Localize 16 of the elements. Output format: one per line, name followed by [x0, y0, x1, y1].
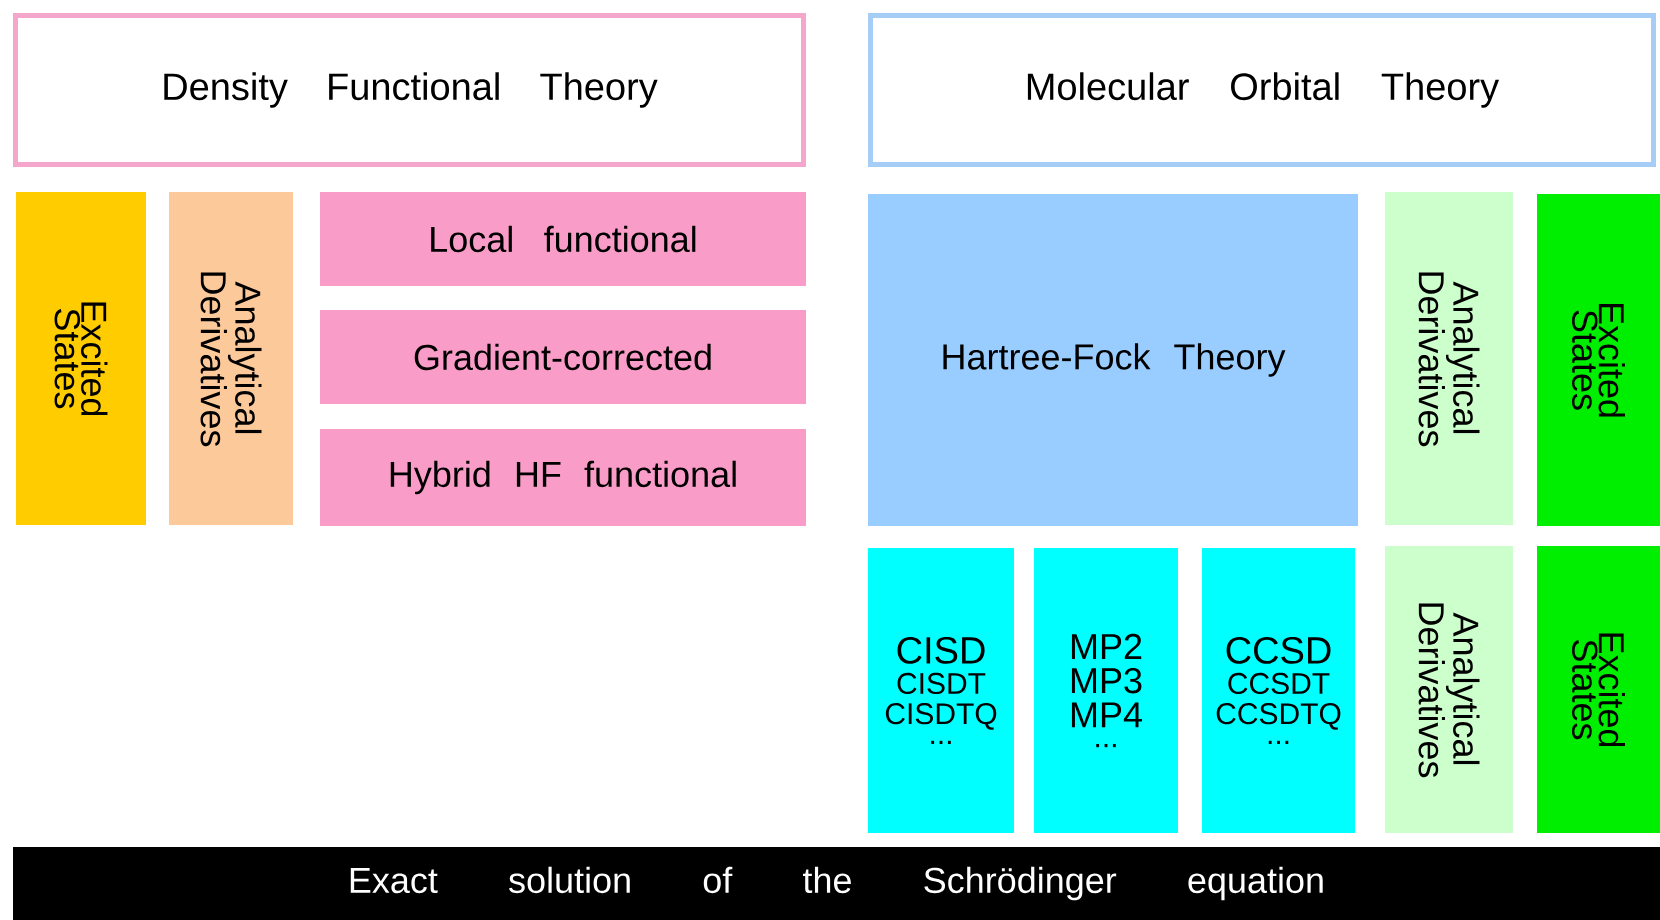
vertical-box: Analytical Derivatives: [1385, 546, 1513, 833]
vertical-box: Excited States: [1537, 546, 1660, 833]
base-bar: Exact solution of the Schrödinger equation: [13, 847, 1660, 920]
method-box: Gradient-corrected: [320, 310, 806, 404]
method-box: CCSD CCSDT CCSDTQ ...: [1202, 548, 1355, 833]
method-box: Local functional: [320, 192, 806, 286]
method-box: CISD CISDT CISDTQ ...: [868, 548, 1014, 833]
vertical-box: Analytical Derivatives: [169, 192, 293, 525]
vertical-box: Excited States: [16, 192, 146, 525]
vertical-box: Analytical Derivatives: [1385, 192, 1513, 525]
method-box: Hartree-Fock Theory: [868, 194, 1358, 526]
header-box: Density Functional Theory: [13, 13, 806, 167]
header-box: Molecular Orbital Theory: [868, 13, 1656, 167]
vertical-box: Excited States: [1537, 194, 1660, 526]
method-box: MP2 MP3 MP4 ...: [1034, 548, 1178, 833]
method-box: Hybrid HF functional: [320, 429, 806, 526]
